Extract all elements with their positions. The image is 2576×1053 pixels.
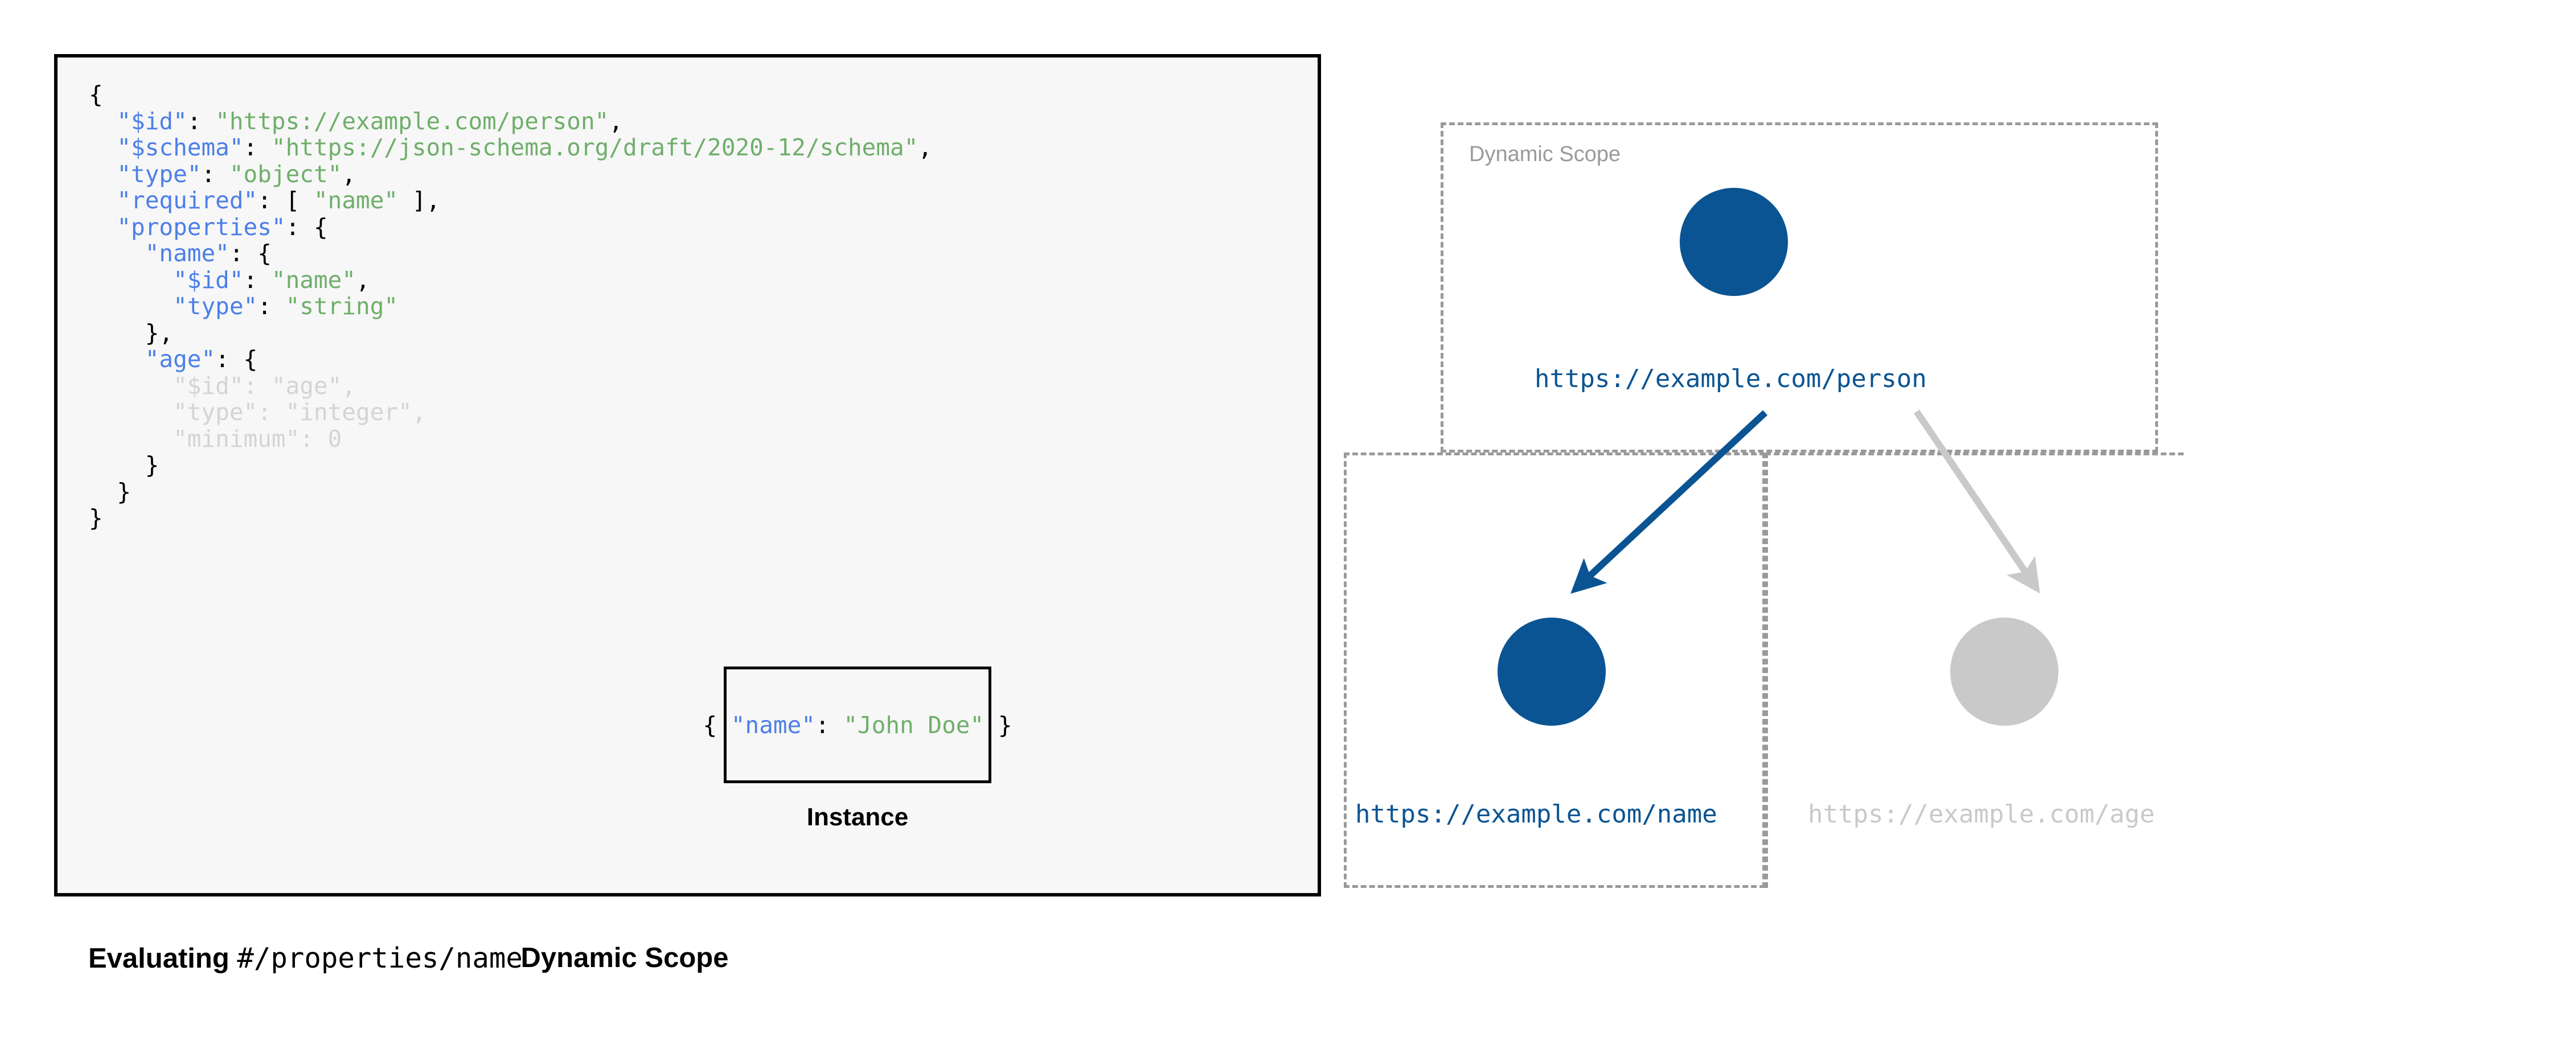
code-token: "https://example.com/person" [215, 107, 609, 135]
code-token: "age" [145, 345, 216, 373]
code-token: "type" [117, 160, 202, 188]
code-token: "type" [173, 293, 258, 320]
code-token: "name" [731, 711, 815, 739]
scope-region-person [1441, 122, 2158, 453]
code-token: : [300, 425, 328, 453]
code-line: "$id": "age", [89, 372, 932, 400]
dynamic-scope-diagram: Dynamic Scope https://example.com/person… [1327, 0, 2576, 1053]
dynamic-scope-label: Dynamic Scope [1469, 142, 1621, 166]
code-token: , [609, 107, 624, 135]
code-token: "integer" [285, 398, 412, 426]
code-token: : [243, 266, 272, 294]
code-token: : [243, 372, 272, 400]
code-token: ], [398, 187, 441, 214]
code-token: "https://json-schema.org/draft/2020-12/s… [271, 134, 918, 161]
code-token: : [ [257, 187, 314, 214]
code-token: "$schema" [117, 134, 244, 161]
code-token [89, 213, 117, 241]
node-label-person: https://example.com/person [1535, 364, 1927, 393]
code-token: "name" [313, 187, 399, 214]
code-line: "minimum": 0 [89, 425, 932, 453]
left-caption-pointer: #/properties/name [237, 942, 523, 974]
left-figure-caption: Evaluating #/properties/name [88, 942, 523, 974]
code-token: : [257, 293, 286, 320]
code-line: { [89, 81, 932, 108]
code-line: "$schema": "https://json-schema.org/draf… [89, 134, 932, 161]
code-token: "required" [117, 187, 258, 214]
code-token: : { [229, 240, 272, 267]
code-token [89, 134, 117, 161]
code-token: "age" [271, 372, 342, 400]
code-token: "John Doe" [843, 711, 985, 739]
code-token: } [89, 478, 132, 505]
code-line: "properties": { [89, 213, 932, 241]
code-token: } [984, 711, 1012, 739]
code-token: "$id" [117, 107, 187, 135]
code-token: , [342, 160, 356, 188]
code-line: "required": [ "name" ], [89, 187, 932, 214]
code-token: : { [285, 213, 328, 241]
code-line: "age": { [89, 346, 932, 373]
code-token: { [703, 711, 731, 739]
right-figure-caption: Dynamic Scope [520, 943, 729, 973]
code-line: } [89, 505, 932, 532]
code-token: "minimum" [173, 425, 300, 453]
code-token: : [815, 711, 844, 739]
code-token [89, 108, 117, 135]
code-token [89, 161, 117, 188]
code-line: "$id": "name", [89, 266, 932, 294]
code-token: } [89, 504, 103, 532]
code-token: : [201, 160, 229, 188]
schema-code-panel: { "$id": "https://example.com/person", "… [54, 54, 1321, 896]
code-line: }, [89, 319, 932, 347]
node-label-name: https://example.com/name [1355, 800, 1717, 829]
code-token [89, 266, 173, 294]
node-label-age: https://example.com/age [1808, 800, 2155, 829]
code-token: : [187, 107, 216, 135]
code-token [89, 372, 173, 400]
code-token: , [412, 398, 426, 426]
instance-caption: Instance [806, 803, 909, 831]
code-token: 0 [327, 425, 342, 453]
json-schema-code: { "$id": "https://example.com/person", "… [89, 81, 932, 532]
code-token: "name" [271, 266, 356, 294]
code-line: "type": "string" [89, 293, 932, 320]
code-token: : { [215, 345, 258, 373]
code-line: "name": { [89, 240, 932, 267]
code-token [89, 293, 173, 320]
instance-json-code: { "name": "John Doe" } [703, 711, 1012, 739]
code-line: "type": "integer", [89, 399, 932, 426]
code-line: } [89, 478, 932, 505]
code-token [89, 187, 117, 214]
code-token: "$id" [173, 372, 244, 400]
code-line: "$id": "https://example.com/person", [89, 108, 932, 135]
node-age [1950, 618, 2058, 726]
code-token: { [89, 81, 103, 108]
code-token: : [243, 134, 272, 161]
code-token: "name" [145, 240, 229, 267]
code-line: } [89, 452, 932, 479]
instance-box: { "name": "John Doe" } [703, 667, 1012, 783]
code-token: , [342, 372, 356, 400]
code-token: }, [89, 319, 174, 347]
code-token: "properties" [117, 213, 286, 241]
code-token: : [257, 398, 286, 426]
code-token [89, 345, 145, 373]
code-token: } [89, 451, 159, 479]
scope-region-name [1344, 453, 1765, 888]
code-token: "object" [229, 160, 342, 188]
left-caption-bold: Evaluating [88, 943, 237, 974]
code-token: "string" [285, 293, 399, 320]
code-token: "$id" [173, 266, 244, 294]
code-token [89, 425, 173, 453]
code-token [89, 398, 173, 426]
code-token: , [918, 134, 933, 161]
node-person [1680, 188, 1788, 296]
code-token: , [356, 266, 370, 294]
node-name [1498, 618, 1606, 726]
code-token: "type" [173, 398, 258, 426]
code-token [89, 240, 145, 267]
code-line: "type": "object", [89, 161, 932, 188]
